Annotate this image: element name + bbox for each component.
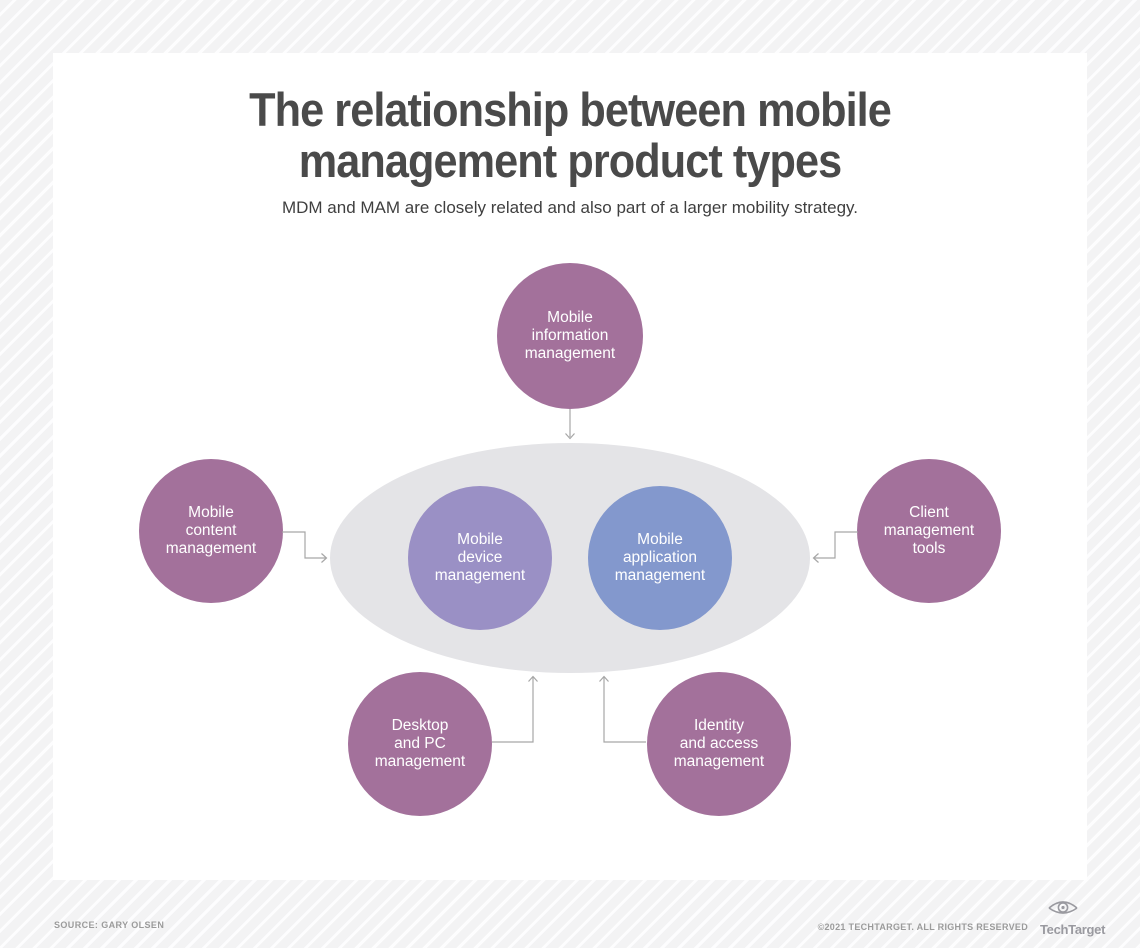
circle-label-line: management	[614, 567, 706, 584]
mobile-information-management-circle: Mobile information management	[497, 263, 643, 409]
core-ellipse	[330, 443, 810, 673]
page-title: The relationship between mobile manageme…	[53, 84, 1087, 186]
source-credit: SOURCE: GARY OLSEN	[54, 920, 165, 930]
circle-label-line: Identity	[694, 717, 744, 734]
circle-label-line: content	[185, 522, 237, 539]
techtarget-wordmark: TechTarget	[1040, 922, 1106, 937]
circle-label-line: information	[531, 327, 609, 344]
circle-label-line: management	[374, 753, 466, 770]
circle-label-line: management	[165, 540, 257, 557]
circle-label-line: and PC	[394, 735, 446, 752]
identity-and-access-management-circle: Identity and access management	[647, 672, 791, 816]
circle-label-line: Mobile	[547, 309, 593, 326]
mobile-content-management-circle: Mobile content management	[139, 459, 283, 603]
circle-label-line: management	[524, 345, 616, 362]
copyright-notice: ©2021 TECHTARGET. ALL RIGHTS RESERVED	[817, 922, 1028, 932]
circle-label-line: device	[457, 549, 503, 566]
title-line-2: management product types	[298, 134, 842, 187]
mobile-device-management-circle: Mobile device management	[408, 486, 552, 630]
client-management-tools-circle: Client management tools	[857, 459, 1001, 603]
circle-label-line: and access	[679, 735, 759, 752]
circle-label-line: Mobile	[188, 504, 234, 521]
mobile-application-management-circle: Mobile application management	[588, 486, 732, 630]
title-line-1: The relationship between mobile	[249, 83, 892, 136]
eye-icon	[1048, 901, 1078, 914]
circle-label-line: Mobile	[637, 531, 683, 548]
circle-label-line: Desktop	[391, 717, 449, 734]
circle-label-line: tools	[912, 540, 946, 557]
circle-label-line: application	[622, 549, 698, 566]
desktop-and-pc-management-circle: Desktop and PC management	[348, 672, 492, 816]
techtarget-logo: TechTarget	[1040, 899, 1106, 937]
circle-label-line: Client	[909, 504, 949, 521]
circle-label-line: management	[673, 753, 765, 770]
page-subtitle: MDM and MAM are closely related and also…	[281, 198, 859, 217]
circle-label-line: management	[434, 567, 526, 584]
circle-label-line: management	[883, 522, 975, 539]
circle-label-line: Mobile	[457, 531, 503, 548]
